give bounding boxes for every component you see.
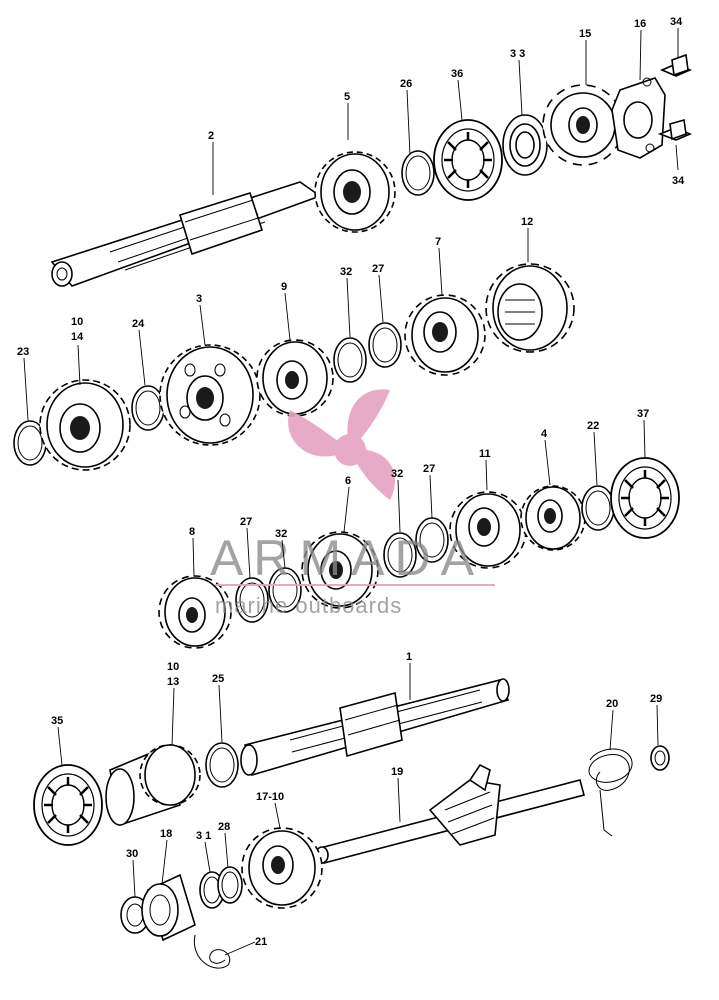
bolt-34-bottom [657, 118, 693, 141]
bolt-34-top [659, 53, 693, 77]
label-9: 9 [281, 281, 287, 293]
label-25: 25 [212, 673, 224, 685]
label-33: 3 3 [510, 48, 525, 60]
washer-29 [650, 745, 670, 771]
label-15: 15 [579, 28, 591, 40]
label-32-mid: 32 [391, 468, 403, 480]
label-32-upper: 32 [340, 266, 352, 278]
gear-17-10 [241, 827, 323, 909]
label-6: 6 [345, 475, 351, 487]
bearing-36 [432, 118, 504, 202]
ring-32-upper [333, 337, 367, 383]
gear-5 [314, 151, 396, 233]
label-11: 11 [479, 448, 491, 460]
label-2: 2 [208, 130, 214, 142]
label-26: 26 [400, 78, 412, 90]
label-20: 20 [606, 698, 618, 710]
washer-22 [581, 485, 615, 531]
drum-18 [141, 873, 196, 942]
label-5: 5 [344, 91, 350, 103]
gear-4 [520, 485, 586, 551]
label-21: 21 [255, 936, 267, 948]
sprocket-15 [542, 84, 624, 166]
label-7: 7 [435, 236, 441, 248]
label-34-top: 34 [670, 16, 683, 28]
label-34-bottom: 34 [672, 175, 685, 187]
label-10-lower: 10 [167, 661, 179, 673]
label-37: 37 [637, 408, 649, 420]
gear-14 [39, 379, 131, 471]
armada-logo-icon [288, 389, 396, 500]
bearing-35 [32, 763, 104, 847]
ring-26 [401, 150, 435, 196]
label-13: 13 [167, 676, 179, 688]
label-32-lower: 32 [275, 528, 287, 540]
label-24: 24 [132, 318, 145, 330]
label-10-upper: 10 [71, 316, 83, 328]
countershaft-2 [50, 181, 322, 287]
bearing-37 [609, 456, 681, 540]
washer-25 [205, 742, 239, 788]
label-27-upper: 27 [372, 263, 384, 275]
label-1: 1 [406, 651, 412, 663]
gear-8 [158, 575, 232, 649]
gear-3 [159, 344, 261, 446]
gear-7 [404, 294, 486, 376]
label-16: 16 [634, 18, 646, 30]
label-31: 3 1 [196, 830, 211, 842]
gear-12 [485, 263, 575, 353]
spring-20 [588, 748, 633, 837]
label-35: 35 [51, 715, 63, 727]
label-3: 3 [196, 293, 202, 305]
plate-16 [611, 77, 666, 159]
label-27-lower: 27 [240, 516, 252, 528]
mainshaft-1 [240, 678, 510, 777]
label-18: 18 [160, 828, 172, 840]
label-36: 36 [451, 68, 463, 80]
label-19: 19 [391, 766, 403, 778]
gear-13 [105, 743, 201, 827]
seal-33 [502, 114, 548, 176]
ring-28 [217, 866, 243, 904]
label-12: 12 [521, 216, 533, 228]
label-8: 8 [189, 526, 195, 538]
clip-21 [193, 934, 231, 969]
label-28: 28 [218, 821, 230, 833]
ring-27-upper [368, 322, 402, 368]
washer-24 [131, 385, 165, 431]
gear-11 [449, 491, 527, 569]
label-30: 30 [126, 848, 138, 860]
watermark-subtitle: marine outboards [215, 593, 402, 618]
label-14: 14 [71, 331, 84, 343]
label-4: 4 [541, 428, 548, 440]
gear-6 [301, 531, 379, 609]
label-29: 29 [650, 693, 662, 705]
label-23: 23 [17, 346, 29, 358]
label-27-mid: 27 [423, 463, 435, 475]
label-17-10: 17-10 [256, 791, 284, 803]
gear-9 [256, 339, 334, 417]
label-22: 22 [587, 420, 599, 432]
shift-shaft-19 [315, 763, 585, 864]
watermark-title: ARMADA [210, 530, 484, 586]
